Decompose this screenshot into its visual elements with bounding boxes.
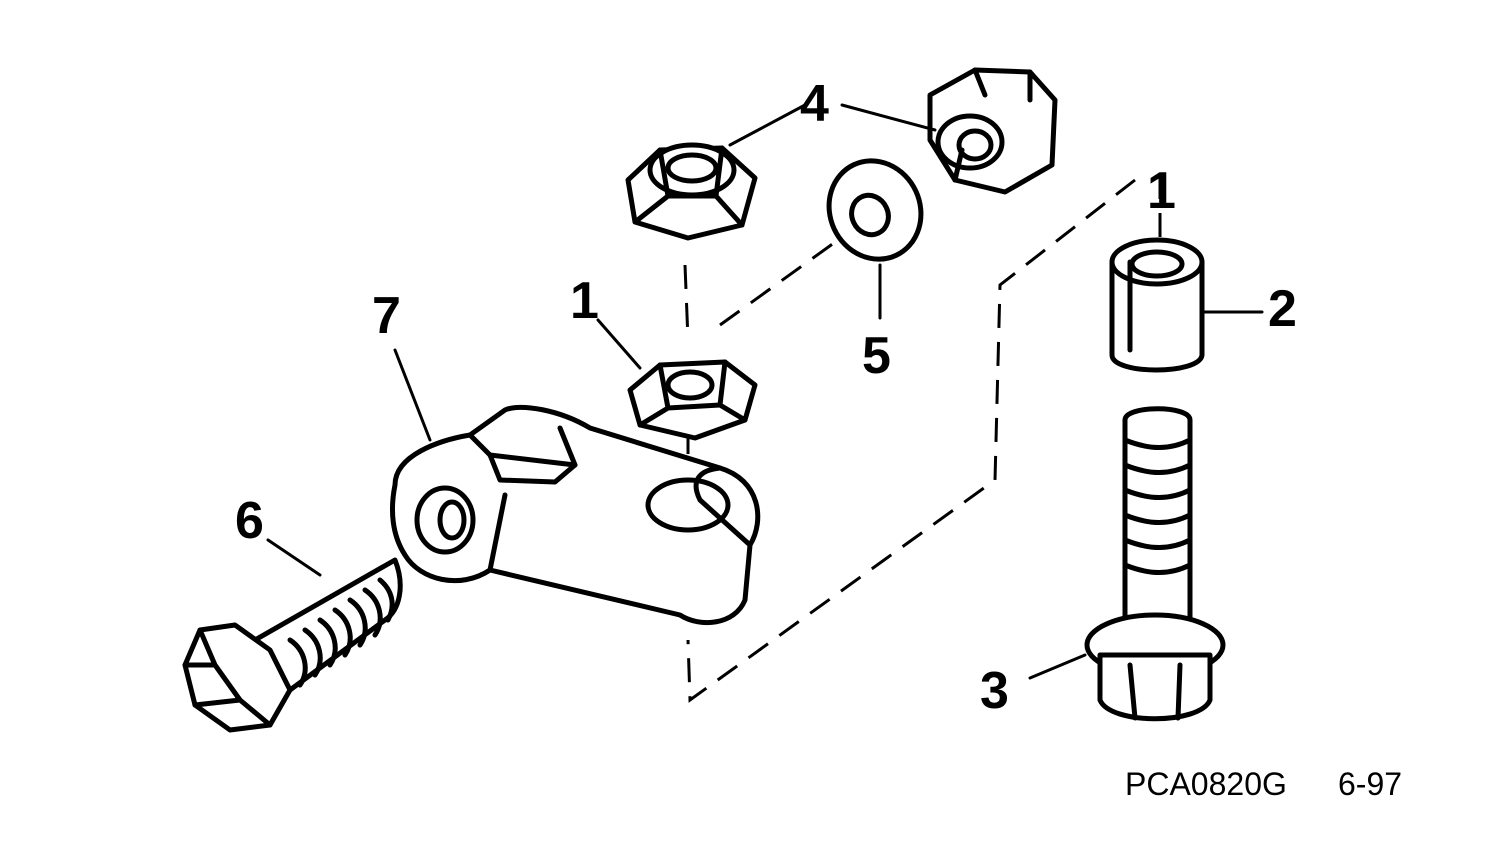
nut-right bbox=[927, 67, 1058, 195]
assembly-dashed-lines bbox=[683, 175, 1162, 703]
callout-6: 6 bbox=[235, 492, 264, 550]
hex-nut-lower bbox=[627, 359, 758, 441]
hex-bolt bbox=[182, 557, 403, 733]
lever-arm bbox=[389, 404, 761, 626]
flange-bolt bbox=[1084, 406, 1226, 722]
figure-date: 6-97 bbox=[1338, 766, 1403, 802]
bushing-spacer bbox=[1109, 237, 1205, 373]
callout-3: 3 bbox=[980, 662, 1009, 720]
washer bbox=[826, 158, 924, 262]
callout-5: 5 bbox=[862, 327, 891, 385]
callout-7: 7 bbox=[372, 287, 401, 345]
callout-1-upper-right: 1 bbox=[1147, 162, 1176, 220]
lock-nut-left bbox=[625, 142, 758, 241]
callout-1: 1 bbox=[570, 272, 599, 330]
callout-2: 2 bbox=[1268, 280, 1297, 338]
figure-code: PCA0820G bbox=[1125, 766, 1287, 802]
callout-4: 4 bbox=[800, 75, 829, 133]
callout-leader-lines bbox=[266, 103, 1264, 680]
